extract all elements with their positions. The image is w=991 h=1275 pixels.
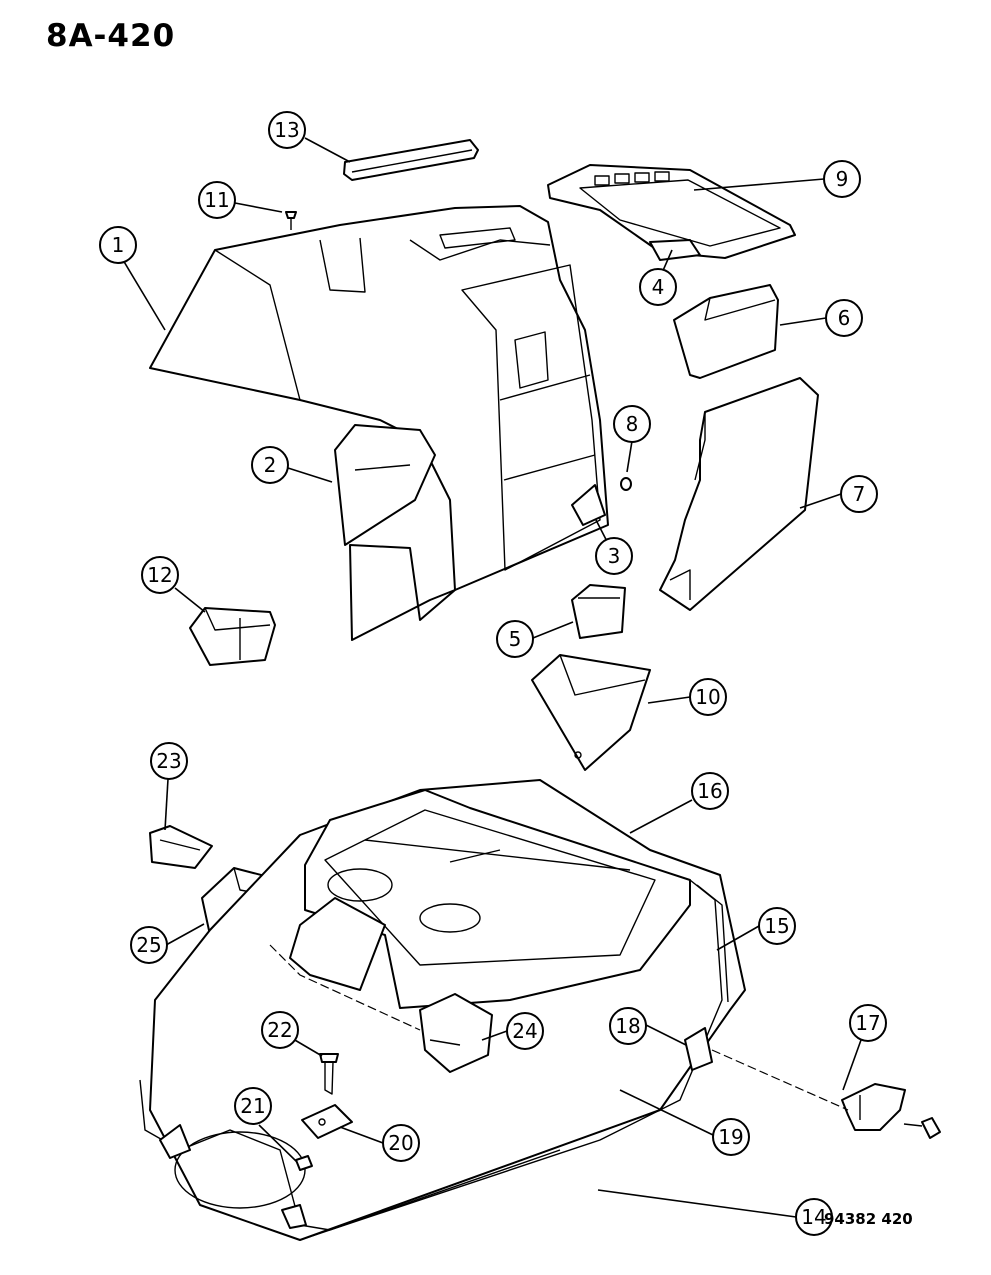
page-code: 8A-420 [46,18,176,54]
part-7-side-cover [659,377,819,611]
svg-text:3: 3 [608,544,621,568]
callout-16: 16 [691,772,729,810]
svg-text:15: 15 [764,914,789,938]
svg-text:9: 9 [836,167,849,191]
part-14-base-trim [139,1079,561,1231]
callout-18: 18 [609,1007,647,1045]
svg-text:7: 7 [853,482,866,506]
svg-text:19: 19 [718,1125,743,1149]
callout-17: 17 [849,1004,887,1042]
figure-code: 94382 420 [824,1210,913,1228]
part-22-bolt [319,1053,339,1095]
part-13-trim-strip [343,139,479,181]
callout-9: 9 [823,160,861,198]
svg-text:17: 17 [855,1011,880,1035]
part-17-side-bracket [841,1083,941,1139]
part-2-side-panel [334,424,456,641]
svg-text:8: 8 [626,412,639,436]
part-6-storage-bin [673,284,779,379]
callout-24: 24 [506,1012,544,1050]
part-23-small-tray [149,825,213,869]
callout-13: 13 [268,111,306,149]
part-8-nut [620,477,632,491]
svg-text:24: 24 [512,1019,537,1043]
svg-text:16: 16 [697,779,722,803]
callout-22: 22 [261,1011,299,1049]
callout-8: 8 [613,405,651,443]
svg-text:2: 2 [264,453,277,477]
part-11-screw [285,211,297,230]
callout-11: 11 [198,181,236,219]
callout-6: 6 [825,299,863,337]
svg-text:10: 10 [695,685,720,709]
svg-text:6: 6 [838,306,851,330]
part-10-bin [531,654,651,771]
callout-5: 5 [496,620,534,658]
svg-text:5: 5 [509,627,522,651]
callout-2: 2 [251,446,289,484]
svg-text:1: 1 [112,233,125,257]
svg-text:22: 22 [267,1018,292,1042]
callout-23: 23 [150,742,188,780]
part-21-nut [295,1155,313,1171]
callout-4: 4 [639,268,677,306]
svg-text:23: 23 [156,749,181,773]
callout-12: 12 [141,556,179,594]
callout-21: 21 [234,1087,272,1125]
callout-19: 19 [712,1118,750,1156]
part-mount-bracket [289,897,386,991]
leader-lines [122,137,862,1218]
callout-7: 7 [840,475,878,513]
callout-20: 20 [382,1124,420,1162]
part-20-clip [301,1104,353,1139]
assembly-line-17 [711,1049,849,1111]
svg-text:20: 20 [388,1131,413,1155]
svg-text:13: 13 [274,118,299,142]
svg-text:11: 11 [204,188,229,212]
callout-14: 14 [795,1198,833,1236]
svg-text:18: 18 [615,1014,640,1038]
callout-1: 1 [99,226,137,264]
callout-3: 3 [595,537,633,575]
svg-text:14: 14 [801,1205,826,1229]
assembly-line-24 [269,944,421,1031]
callout-15: 15 [758,907,796,945]
part-4-latch [649,239,701,261]
svg-text:25: 25 [136,933,161,957]
part-18-bracket [684,1027,713,1071]
svg-text:12: 12 [147,563,172,587]
svg-text:4: 4 [652,275,665,299]
svg-text:21: 21 [240,1094,265,1118]
callout-10: 10 [689,678,727,716]
part-9-tray-lid [547,164,796,259]
part-24-knob [419,993,493,1073]
part-1-console-housing [149,205,609,591]
callout-25: 25 [130,926,168,964]
part-3-bracket [571,484,606,526]
part-12-cup-holder [189,607,276,666]
part-5-insert-cup [571,584,626,639]
